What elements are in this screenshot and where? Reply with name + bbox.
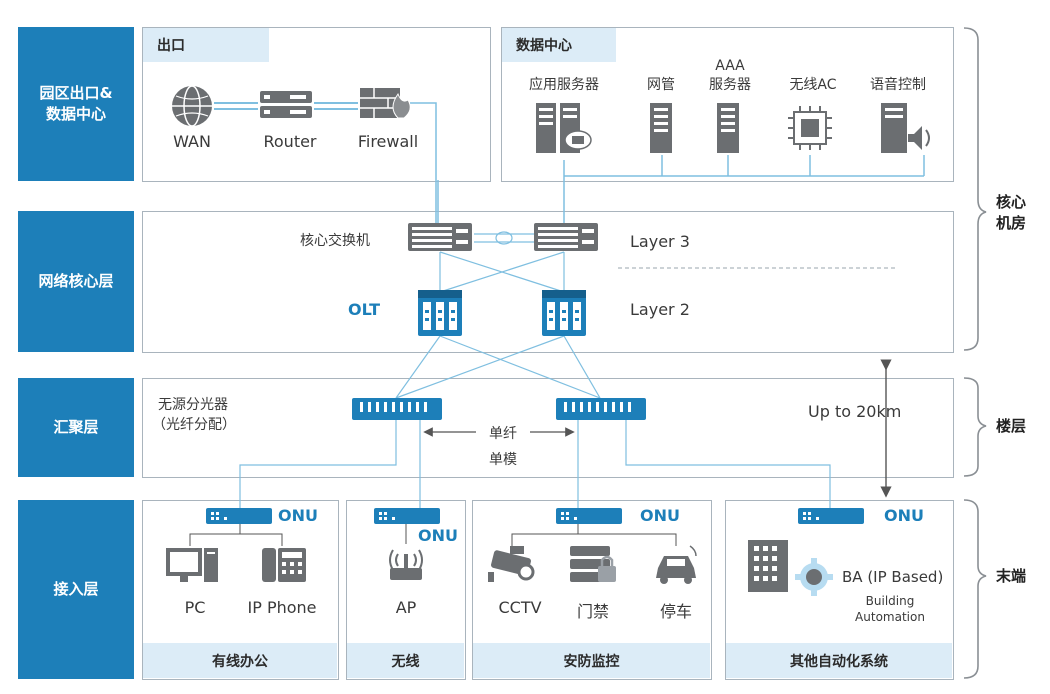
pc-label: PC	[184, 598, 206, 617]
ba-label: BA (IP Based)	[842, 568, 944, 586]
layer-label-network-core: 网络核心层	[18, 211, 134, 352]
firewall-icon	[360, 88, 411, 119]
cctv-icon	[488, 546, 535, 582]
right-braces	[963, 27, 987, 679]
splitter-icon-right	[556, 398, 646, 420]
floor-label: 楼层	[996, 417, 1027, 435]
ba-sub-label-2: Automation	[855, 610, 925, 624]
olt-icon-right	[542, 290, 586, 336]
core-room-label: 核心 机房	[996, 193, 1027, 232]
wifi-ap-icon	[389, 549, 423, 580]
core-mesh	[239, 231, 831, 508]
splitter-label-line1: 无源分光器	[158, 397, 228, 413]
layer2-label: Layer 2	[630, 300, 690, 319]
onu-label-wired: ONU	[278, 506, 318, 525]
layer-label-access: 接入层	[18, 500, 134, 679]
splitter-label-line2: （光纤分配）	[152, 417, 236, 433]
terminal-label: 末端	[996, 567, 1027, 585]
olt-label: OLT	[348, 300, 381, 319]
footer-automation: 其他自动化系统	[726, 643, 952, 678]
layer-label-aggregation: 汇聚层	[18, 378, 134, 477]
ap-label: AP	[395, 598, 417, 617]
aaa-server-icon	[717, 103, 739, 153]
onu-label-automation: ONU	[884, 506, 924, 525]
onu-icon-wireless	[374, 508, 440, 524]
wireless-ac-label: 无线AC	[789, 77, 837, 93]
phone-icon	[262, 548, 306, 582]
cctv-label: CCTV	[498, 598, 542, 617]
onu-label-wireless: ONU	[418, 526, 458, 545]
app-server-label: 应用服务器	[529, 77, 599, 93]
fiber-label-line2: 单模	[489, 452, 517, 468]
onu-icon-automation	[798, 508, 864, 524]
speaker-server-icon	[881, 103, 930, 153]
nms-server-icon	[650, 103, 672, 153]
footer-security: 安防监控	[473, 643, 710, 678]
router-label: Router	[263, 132, 317, 151]
wan-label: WAN	[173, 132, 211, 151]
onu-icon-wired	[206, 508, 272, 524]
access-control-label: 门禁	[576, 602, 609, 621]
aaa-label-line2: 服务器	[709, 77, 751, 93]
pc-icon	[166, 548, 218, 582]
router-icon	[260, 91, 312, 118]
lock-server-icon	[570, 546, 616, 582]
aaa-label-line1: AAA	[715, 58, 745, 74]
voice-control-label: 语音控制	[870, 77, 926, 93]
gear-icon	[795, 558, 833, 596]
parking-label: 停车	[659, 602, 692, 621]
datacenter-panel-title: 数据中心	[502, 28, 616, 62]
uplinks	[410, 102, 925, 225]
onu-downlinks	[189, 524, 677, 546]
onu-icon-security	[556, 508, 622, 524]
splitter-icon-left	[352, 398, 442, 420]
onu-label-security: ONU	[640, 506, 680, 525]
fiber-label-line1: 单纤	[489, 426, 517, 442]
core-switch-icon-left	[408, 223, 472, 251]
building-icon	[748, 540, 788, 592]
footer-wireless: 无线	[347, 643, 464, 678]
olt-icon-left	[418, 290, 462, 336]
core-switch-icon-right	[534, 223, 598, 251]
chip-icon	[788, 106, 832, 150]
firewall-label: Firewall	[357, 132, 419, 151]
aggregation-panel	[142, 378, 954, 478]
car-icon	[656, 545, 697, 584]
core-switch-label: 核心交换机	[300, 233, 370, 249]
nms-label: 网管	[647, 77, 675, 93]
layer3-label: Layer 3	[630, 232, 690, 251]
app-server-icon	[536, 103, 592, 153]
exit-panel-title: 出口	[143, 28, 269, 62]
distance-label: Up to 20km	[808, 402, 902, 421]
footer-wired: 有线办公	[143, 643, 337, 678]
exit-links	[214, 102, 358, 110]
ip-phone-label: IP Phone	[247, 598, 317, 617]
layer-label-campus-exit-dc: 园区出口& 数据中心	[18, 27, 134, 181]
ba-sub-label-1: Building	[865, 594, 915, 608]
globe-icon	[172, 85, 212, 127]
